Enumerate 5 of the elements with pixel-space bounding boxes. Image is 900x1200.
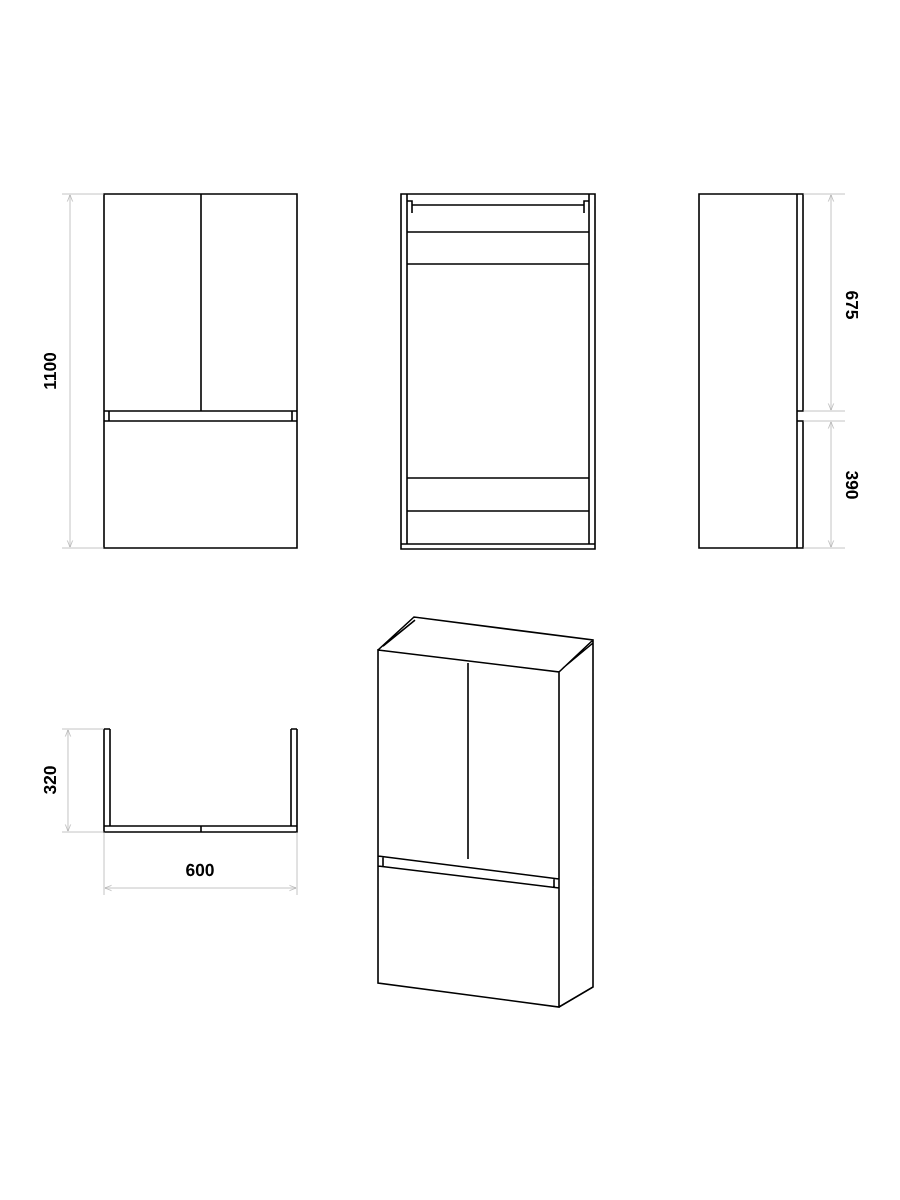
dimension-label: 320 bbox=[43, 766, 57, 795]
dimension-label: 1100 bbox=[43, 352, 57, 389]
dimension-label: 675 bbox=[845, 291, 859, 319]
dimension-label: 600 bbox=[186, 863, 214, 877]
dimension-label: 390 bbox=[845, 470, 859, 499]
